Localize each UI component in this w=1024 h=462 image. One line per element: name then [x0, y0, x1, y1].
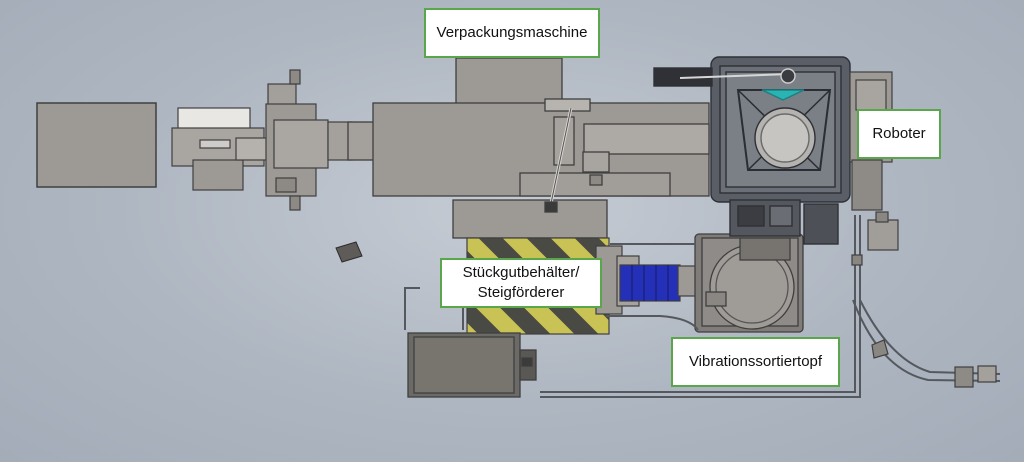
- vibratory-bowl-feeder: [694, 233, 804, 333]
- small-part: [335, 241, 363, 263]
- packaging-machine: [347, 57, 710, 239]
- label-packaging-machine: Verpackungsmaschine: [424, 8, 600, 58]
- control-cabinet: [407, 332, 537, 398]
- label-robot: Roboter: [857, 109, 941, 159]
- conveyor-tubes: [404, 215, 1001, 398]
- storage-block: [36, 102, 157, 188]
- robot-cell: [653, 56, 851, 245]
- label-piece-goods-container: Stückgutbehälter/ Steigförderer: [440, 258, 602, 308]
- label-vibratory-bowl: Vibrationssortiertopf: [671, 337, 840, 387]
- feeder-unit: [171, 69, 353, 211]
